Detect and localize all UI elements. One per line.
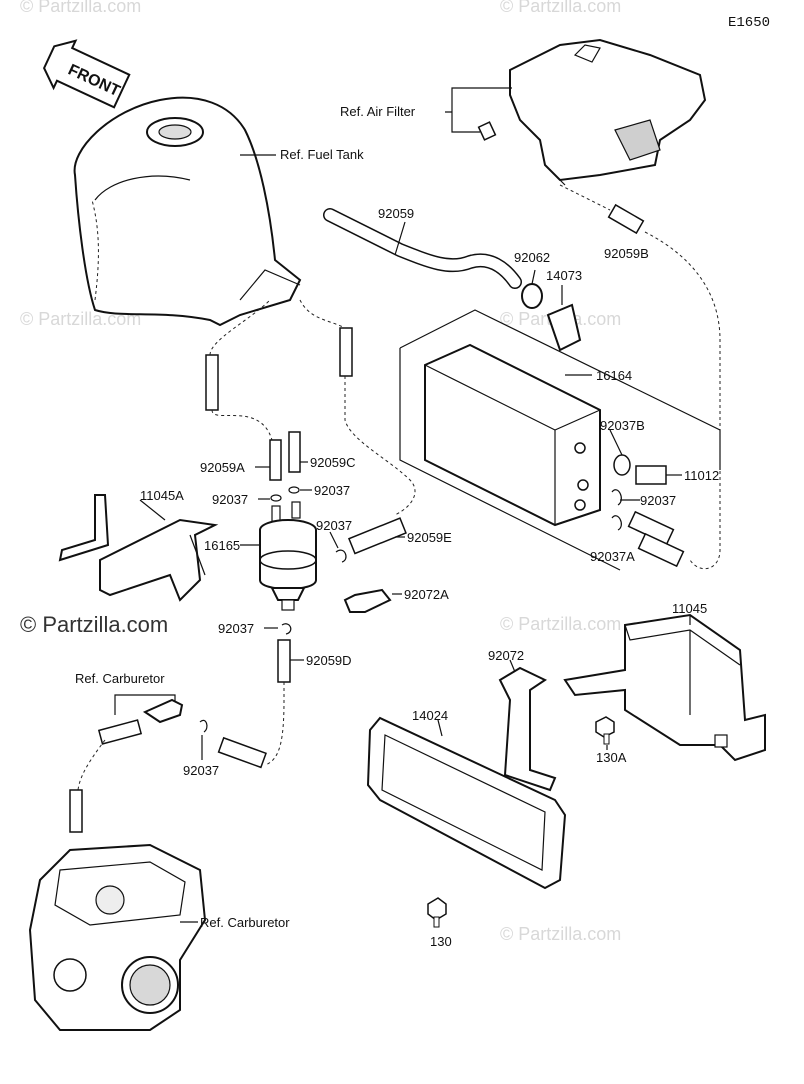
canister-16164 — [424, 343, 601, 527]
label-92062: 92062 — [514, 250, 550, 265]
label-92037-a: 92037 — [314, 483, 350, 498]
fuel-pump-16165 — [259, 501, 317, 611]
label-ref-carburetor-bottom: Ref. Carburetor — [200, 915, 290, 930]
front-arrow: FRONT — [42, 39, 131, 109]
label-ref-air-filter: Ref. Air Filter — [340, 104, 416, 119]
label-11045a: 11045A — [140, 488, 184, 503]
label-14073: 14073 — [546, 268, 582, 283]
label-ref-carburetor-top: Ref. Carburetor — [75, 671, 165, 686]
label-92037b: 92037B — [600, 418, 645, 433]
air-filter-housing — [477, 38, 707, 186]
label-14024: 14024 — [412, 708, 448, 723]
label-130: 130 — [430, 934, 452, 949]
diagram-code: E1650 — [728, 15, 770, 31]
label-92059: 92059 — [378, 206, 414, 221]
label-11045: 11045 — [672, 601, 707, 616]
bracket-11045 — [563, 613, 766, 762]
bolt-130a — [595, 716, 615, 745]
label-92059d: 92059D — [306, 653, 352, 668]
label-16164: 16164 — [596, 368, 632, 383]
label-92059c: 92059C — [310, 455, 356, 470]
watermark: © Partzilla.com — [500, 0, 621, 16]
label-92037-e: 92037 — [183, 763, 219, 778]
label-ref-fuel-tank: Ref. Fuel Tank — [280, 147, 364, 162]
bracket-11045a — [58, 494, 219, 602]
watermark: © Partzilla.com — [20, 0, 141, 16]
label-11012: 11012 — [684, 468, 719, 483]
label-92059b: 92059B — [604, 246, 649, 261]
label-92037-b: 92037 — [212, 492, 248, 507]
carburetor-body — [28, 843, 207, 1031]
cover-14024 — [366, 716, 567, 890]
label-92037-d: 92037 — [218, 621, 254, 636]
strap-92072 — [498, 666, 557, 792]
label-92037-c: 92037 — [316, 518, 352, 533]
label-92037a: 92037A — [590, 549, 635, 564]
label-130a: 130A — [596, 750, 627, 765]
watermark: © Partzilla.com — [500, 924, 621, 944]
watermark: © Partzilla.com — [500, 614, 621, 634]
watermark-main: © Partzilla.com — [20, 612, 168, 637]
label-92037-right: 92037 — [640, 493, 676, 508]
label-92072a: 92072A — [404, 587, 449, 602]
label-16165: 16165 — [204, 538, 240, 553]
label-92059a: 92059A — [200, 460, 245, 475]
fuel-tank — [73, 96, 302, 327]
bolt-130 — [427, 897, 447, 928]
label-92072: 92072 — [488, 648, 524, 663]
label-92059e: 92059E — [407, 530, 452, 545]
